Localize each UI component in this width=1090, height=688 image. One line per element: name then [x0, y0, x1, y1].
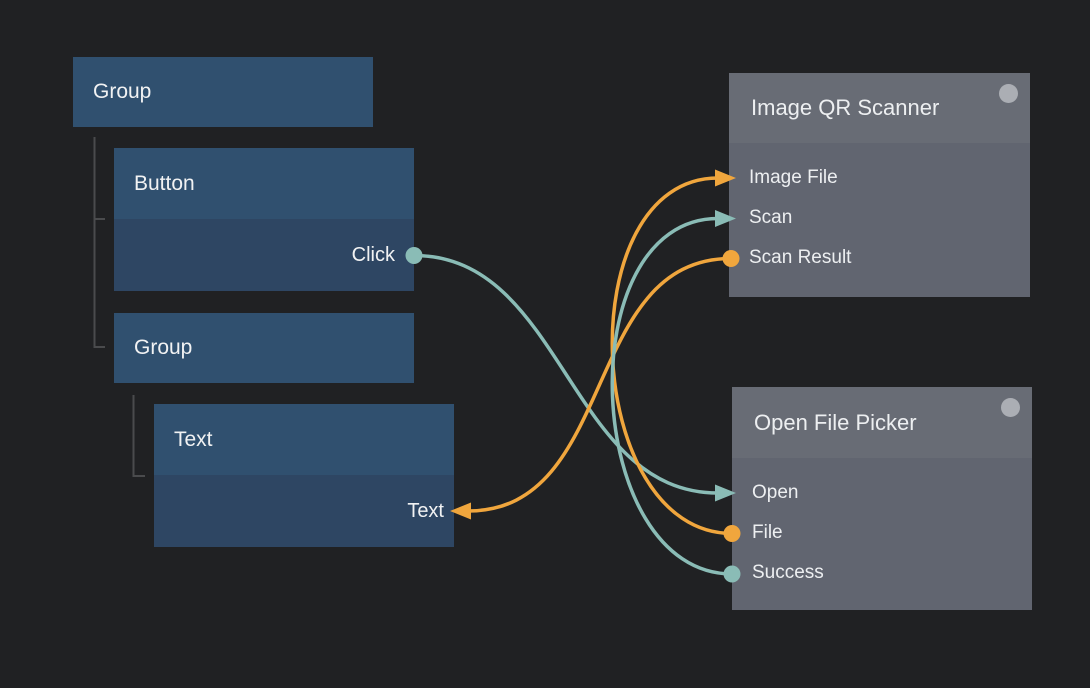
- node-status-dot: [1001, 398, 1020, 417]
- node-title: Open File Picker: [754, 409, 917, 435]
- tree-node-group-1[interactable]: Group: [73, 57, 373, 127]
- node-status-dot: [999, 84, 1018, 103]
- port-row-success[interactable]: Success: [752, 562, 824, 583]
- tree-node-button-header[interactable]: Button: [114, 148, 414, 219]
- node-image-qr-scanner[interactable]: Image QR Scanner Image File Scan Scan Re…: [729, 73, 1030, 297]
- tree-node-text-ports: Text: [154, 475, 454, 547]
- tree-node-label: Text: [174, 427, 213, 451]
- tree-node-group-2[interactable]: Group: [114, 313, 414, 383]
- tree-node-label: Button: [134, 171, 195, 195]
- port-row-image-file[interactable]: Image File: [749, 167, 838, 188]
- tree-connector-line: [93, 137, 105, 348]
- wire-scanner-scan-result-to-text-text[interactable]: [466, 256, 733, 513]
- port-row-open[interactable]: Open: [752, 482, 799, 503]
- tree-connector-line: [132, 395, 145, 477]
- tree-node-text-header[interactable]: Text: [154, 404, 454, 475]
- port-row-file[interactable]: File: [752, 522, 783, 543]
- node-open-file-picker[interactable]: Open File Picker Open File Success: [732, 387, 1032, 610]
- tree-node-button-ports: Click: [114, 219, 414, 291]
- tree-node-text[interactable]: Text Text: [154, 404, 454, 547]
- tree-node-label: Group: [134, 336, 193, 359]
- wire-picker-success-to-scanner-scan[interactable]: [610, 216, 734, 576]
- node-header[interactable]: Open File Picker: [732, 387, 1032, 458]
- wire-button-click-to-picker-open[interactable]: [412, 253, 720, 495]
- node-header[interactable]: Image QR Scanner: [729, 73, 1030, 143]
- wire-picker-file-to-scanner-image-file[interactable]: [610, 176, 734, 536]
- input-port-label-text: Text: [407, 499, 444, 522]
- node-port-list: Image File Scan Scan Result: [729, 143, 1030, 297]
- port-row-scan[interactable]: Scan: [749, 207, 793, 228]
- tree-node-label: Group: [93, 80, 152, 103]
- tree-node-button[interactable]: Button Click: [114, 148, 414, 291]
- node-port-list: Open File Success: [732, 458, 1032, 610]
- node-title: Image QR Scanner: [751, 95, 940, 120]
- output-port-label-click: Click: [351, 243, 395, 266]
- port-row-scan-result[interactable]: Scan Result: [749, 247, 852, 268]
